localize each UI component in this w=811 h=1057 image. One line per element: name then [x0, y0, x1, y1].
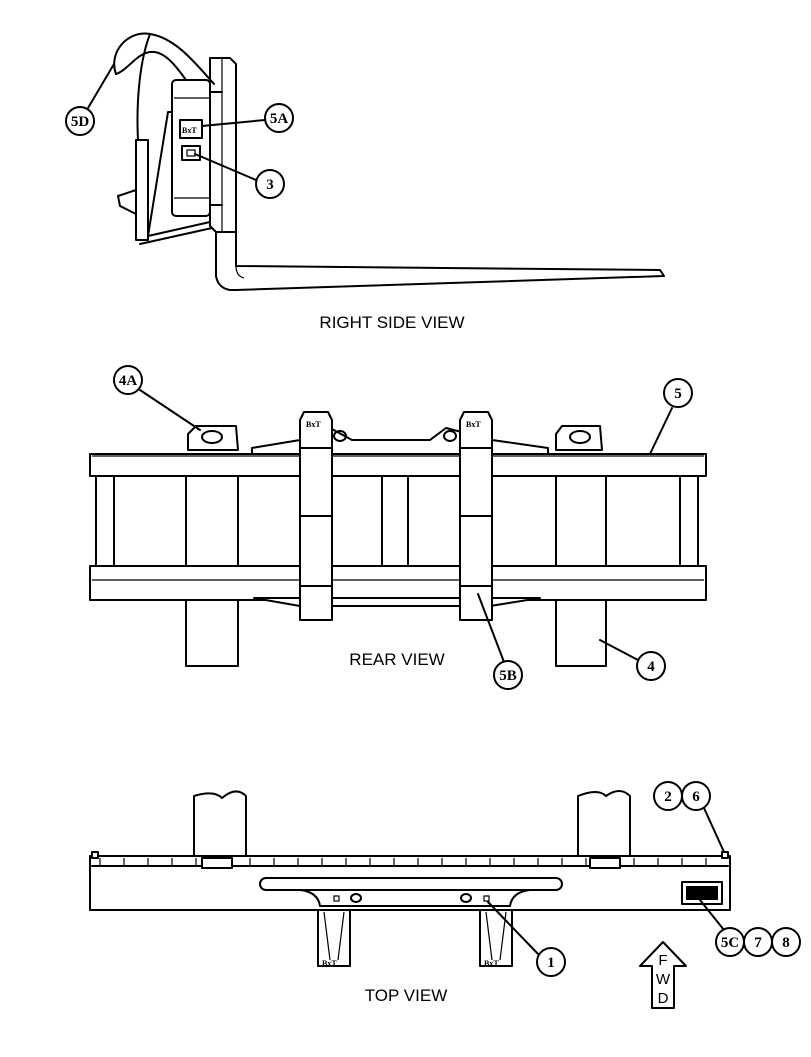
callout-5B-label: 5B: [499, 668, 517, 684]
callout-8-label: 8: [782, 935, 790, 951]
callout-4-label: 4: [647, 659, 655, 675]
top-hook-logo-right: BxT: [484, 959, 499, 968]
callout-7-label: 7: [754, 935, 762, 951]
top-view: BxT BxT 2 6 1 5C 7 8 F W D TOP VIEW: [89, 781, 801, 1009]
callout-5D: [65, 106, 95, 136]
top-hook-logo-left: BxT: [322, 959, 337, 968]
callout-5: [663, 378, 693, 408]
callout-4A: [113, 365, 143, 395]
callout-5-label: 5: [674, 386, 682, 402]
fwd-letter-d: D: [658, 990, 669, 1007]
callout-8: [771, 927, 801, 957]
callout-4: [636, 651, 666, 681]
rear-view: BxT BxT 4A 5 5B 4 REAR VIEW: [89, 365, 707, 690]
forward-arrow-icon: [639, 941, 687, 1009]
callout-6-label: 6: [692, 789, 700, 805]
callout-6: [681, 781, 711, 811]
rear-hook-logo-right: BxT: [466, 420, 481, 429]
fwd-letter-w: W: [656, 971, 671, 988]
callout-5C-label: 5C: [721, 935, 739, 951]
rear-hook-logo-left: BxT: [306, 420, 321, 429]
right-side-view-title: RIGHT SIDE VIEW: [319, 313, 464, 332]
side-decal-logo: BxT: [182, 126, 197, 135]
right-side-view: BxT 5D 5A 3 RIGHT SIDE VIEW: [65, 32, 665, 332]
callout-1-label: 1: [547, 955, 555, 971]
top-view-title: TOP VIEW: [365, 986, 448, 1005]
rear-view-title: REAR VIEW: [349, 650, 444, 669]
callout-5B: [493, 660, 523, 690]
fwd-letter-f: F: [658, 952, 667, 969]
callout-5D-label: 5D: [71, 114, 90, 130]
callout-4A-label: 4A: [119, 373, 138, 389]
callout-1: [536, 947, 566, 977]
callout-2-label: 2: [664, 789, 672, 805]
callout-5A-label: 5A: [270, 111, 289, 127]
callout-3: [255, 169, 285, 199]
callout-5A: [264, 103, 294, 133]
callout-3-label: 3: [266, 177, 274, 193]
